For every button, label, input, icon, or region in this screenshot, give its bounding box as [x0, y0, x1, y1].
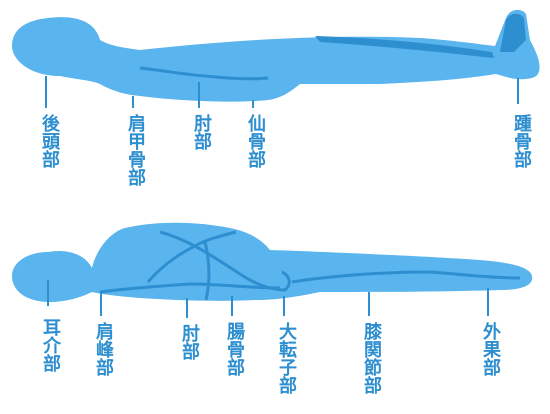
supine-shadow-arm [139, 66, 269, 81]
lateral-shadow-forearm [146, 230, 237, 283]
label-sacrum: 仙骨部 [245, 114, 266, 168]
lateral-shadow-thigh [203, 241, 211, 301]
label-occiput: 後頭部 [39, 114, 60, 168]
supine-figure [12, 9, 540, 102]
lateral-body [12, 222, 533, 302]
label-ilium: 腸骨部 [224, 322, 245, 376]
label-elbow-lateral: 肘部 [179, 324, 200, 360]
label-scapula: 肩甲骨部 [125, 114, 146, 186]
supine-leader-lines [45, 76, 519, 108]
lateral-shadow-back [99, 282, 281, 294]
supine-shadow-foot [500, 13, 526, 53]
label-trochanter: 大転子部 [276, 322, 297, 394]
label-malleolus: 外果部 [480, 322, 501, 376]
label-heel: 踵骨部 [511, 114, 532, 168]
lateral-leader-lines [47, 280, 489, 318]
lateral-shadow-arm [159, 230, 291, 292]
label-elbow-supine: 肘部 [191, 114, 212, 150]
lateral-figure [12, 222, 533, 302]
label-acromion: 肩峰部 [93, 322, 114, 376]
label-ear: 耳介部 [40, 318, 61, 372]
supine-body [12, 9, 540, 102]
supine-shadow-leg [315, 36, 494, 58]
lateral-shadow-leg [291, 270, 521, 284]
label-knee: 膝関節部 [361, 322, 382, 394]
